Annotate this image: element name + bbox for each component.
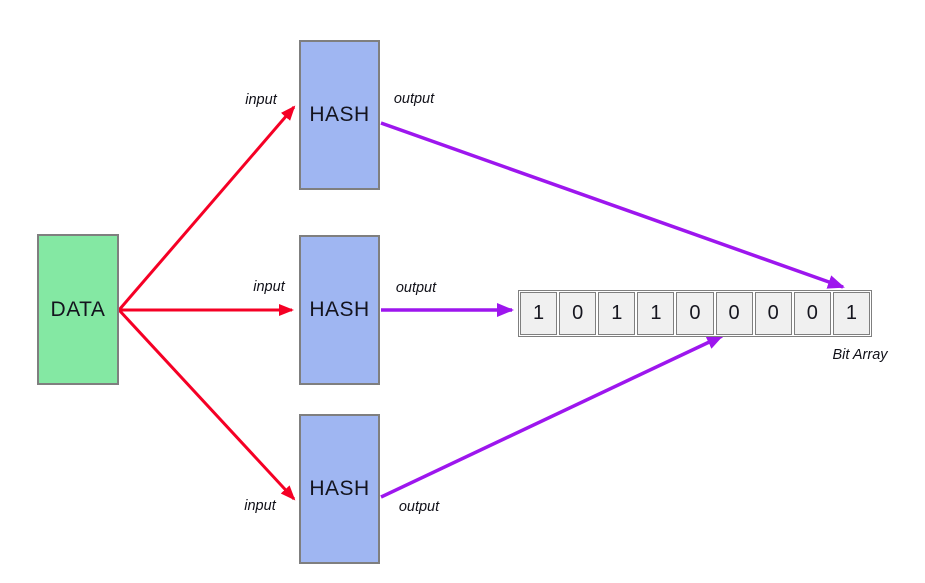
bit-cell: 1 <box>832 292 870 335</box>
data-box: DATA <box>37 234 119 385</box>
hash-box-3: HASH <box>299 414 380 564</box>
input-arrow-bottom <box>117 308 296 501</box>
bit-cell: 0 <box>754 292 792 335</box>
bit-cell: 0 <box>559 292 597 335</box>
data-box-label: DATA <box>50 297 106 321</box>
output-label-bottom: output <box>398 499 440 515</box>
output-label-top: output <box>393 91 435 107</box>
bit-cell: 0 <box>715 292 753 335</box>
output-arrow-bottom <box>380 334 724 499</box>
hash-box-1: HASH <box>299 40 380 190</box>
hash-box-2: HASH <box>299 235 380 385</box>
bit-cell: 1 <box>598 292 636 335</box>
hash-box-3-label: HASH <box>309 477 370 500</box>
hash-box-2-label: HASH <box>309 298 370 321</box>
output-arrow-top <box>380 121 845 289</box>
input-label-middle: input <box>253 279 285 295</box>
bit-array: 1 0 1 1 0 0 0 0 1 <box>518 290 872 337</box>
bit-cell: 1 <box>520 292 558 335</box>
input-label-top: input <box>245 92 277 108</box>
bit-cell: 1 <box>637 292 675 335</box>
bit-cell: 0 <box>676 292 714 335</box>
input-label-bottom: input <box>244 498 276 514</box>
bit-cell: 0 <box>793 292 831 335</box>
hash-box-1-label: HASH <box>309 103 370 126</box>
output-label-middle: output <box>395 280 437 296</box>
bit-array-caption: Bit Array <box>832 347 888 363</box>
